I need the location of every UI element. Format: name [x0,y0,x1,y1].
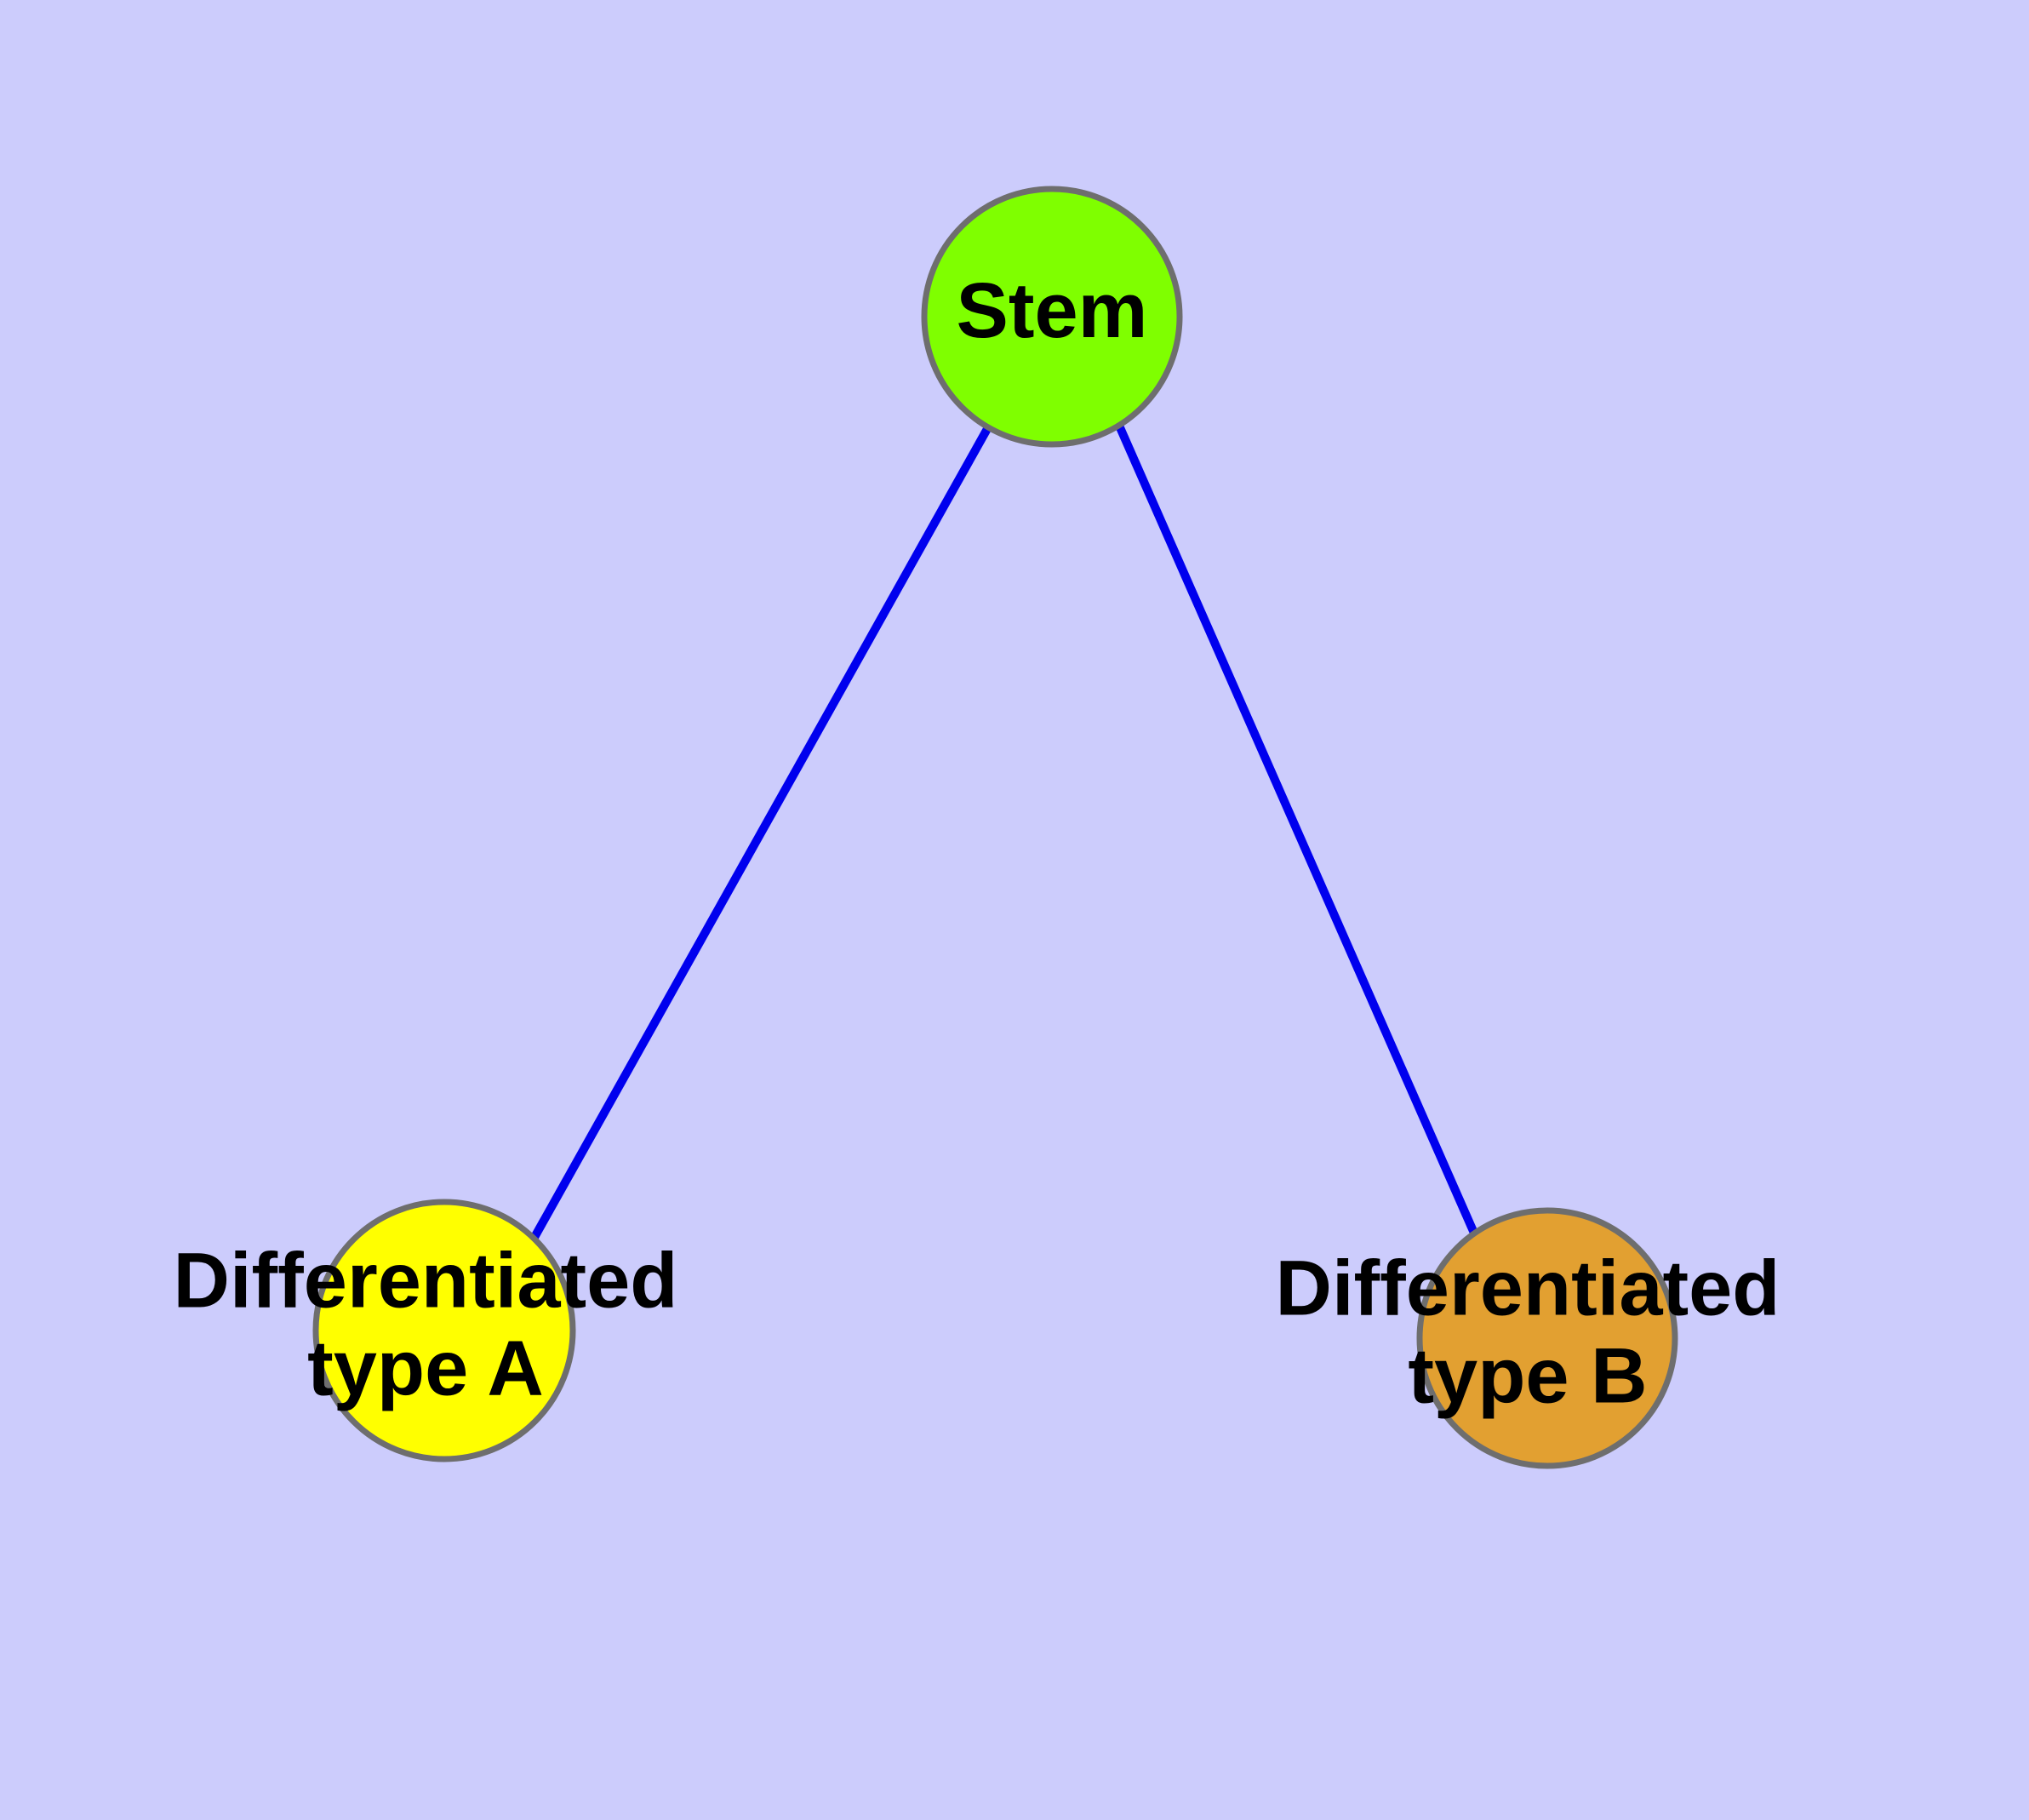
graph-node-diff-type-a[interactable] [312,1199,576,1462]
nodes-layer [312,186,1678,1469]
graph-node-stem[interactable] [921,186,1183,448]
edges-layer [529,423,1480,1243]
node-label-line: type A [307,1325,544,1412]
node-label-line: Differentiated [1276,1245,1780,1332]
node-label-line: Stem [957,267,1148,354]
graph-edge-stem-to-type-b[interactable] [1115,423,1480,1239]
graph-edge-stem-to-type-a[interactable] [529,425,992,1243]
node-label-line: Differentiated [174,1238,678,1325]
graph-node-diff-type-b[interactable] [1416,1207,1678,1469]
node-label-stem: Stem [957,267,1148,354]
node-label-line: type B [1408,1333,1647,1420]
